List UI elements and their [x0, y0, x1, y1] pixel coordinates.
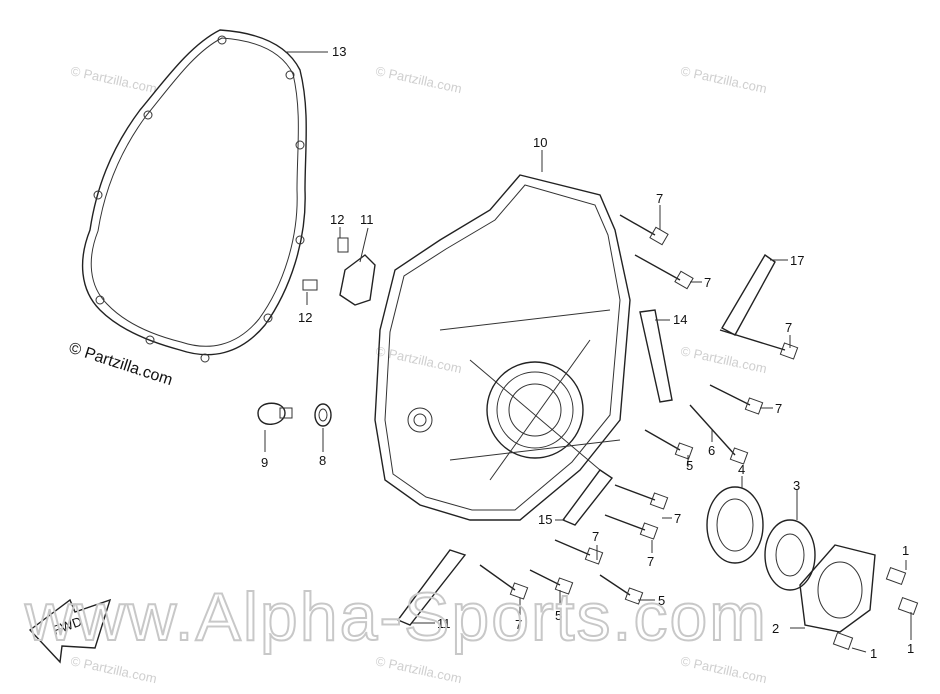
callout-7: 7: [674, 511, 681, 526]
watermark-small: © Partzilla.com: [679, 653, 768, 686]
callout-12: 12: [330, 212, 344, 227]
callout-10: 10: [533, 135, 547, 150]
callout-11: 11: [437, 616, 451, 631]
callout-1: 1: [902, 543, 909, 558]
watermark-small: © Partzilla.com: [374, 63, 463, 96]
callout-11: 11: [360, 212, 374, 227]
callout-4: 4: [738, 462, 745, 477]
callout-7: 7: [656, 191, 663, 206]
leader-lines: [264, 51, 912, 653]
callout-1: 1: [907, 641, 914, 656]
guide-strips: [396, 253, 776, 626]
callout-8: 8: [319, 453, 326, 468]
callout-17: 17: [790, 253, 804, 268]
callout-7: 7: [775, 401, 782, 416]
callout-7: 7: [592, 529, 599, 544]
callout-5: 5: [555, 608, 562, 623]
oil-seal: [764, 519, 816, 591]
watermark-small: © Partzilla.com: [69, 653, 158, 686]
callout-13: 13: [332, 44, 346, 59]
watermark-small: © Partzilla.com: [69, 63, 158, 96]
watermark-small: © Partzilla.com: [374, 653, 463, 686]
callout-labels: 13 10 12 11 12 7 7 17 14 7 7 6 5 9 8 4 3…: [261, 44, 914, 661]
washer: [314, 403, 332, 427]
callout-6: 6: [708, 443, 715, 458]
callout-7: 7: [785, 320, 792, 335]
retainer-plate: [799, 544, 876, 633]
callout-1: 1: [870, 646, 877, 661]
bearing: [706, 486, 764, 564]
callout-15: 15: [538, 512, 552, 527]
bracket-assembly: [302, 237, 376, 306]
screws: [832, 566, 919, 651]
callout-3: 3: [793, 478, 800, 493]
crankcase-cover: [374, 174, 631, 521]
watermark-small: © Partzilla.com: [679, 343, 768, 376]
callout-5: 5: [658, 593, 665, 608]
gasket: [81, 29, 307, 363]
callout-7: 7: [704, 275, 711, 290]
copyright-label: © Partzilla.com: [67, 340, 175, 389]
callout-12: 12: [298, 310, 312, 325]
callout-7: 7: [515, 617, 522, 632]
callout-7: 7: [647, 554, 654, 569]
watermark-small: © Partzilla.com: [679, 63, 768, 96]
callout-9: 9: [261, 455, 268, 470]
drain-plug: [257, 402, 293, 425]
watermark-big: www.Alpha-Sports.com: [24, 579, 768, 655]
callout-2: 2: [772, 621, 779, 636]
bolts: [479, 214, 799, 605]
callout-14: 14: [673, 312, 687, 327]
callout-5: 5: [686, 458, 693, 473]
